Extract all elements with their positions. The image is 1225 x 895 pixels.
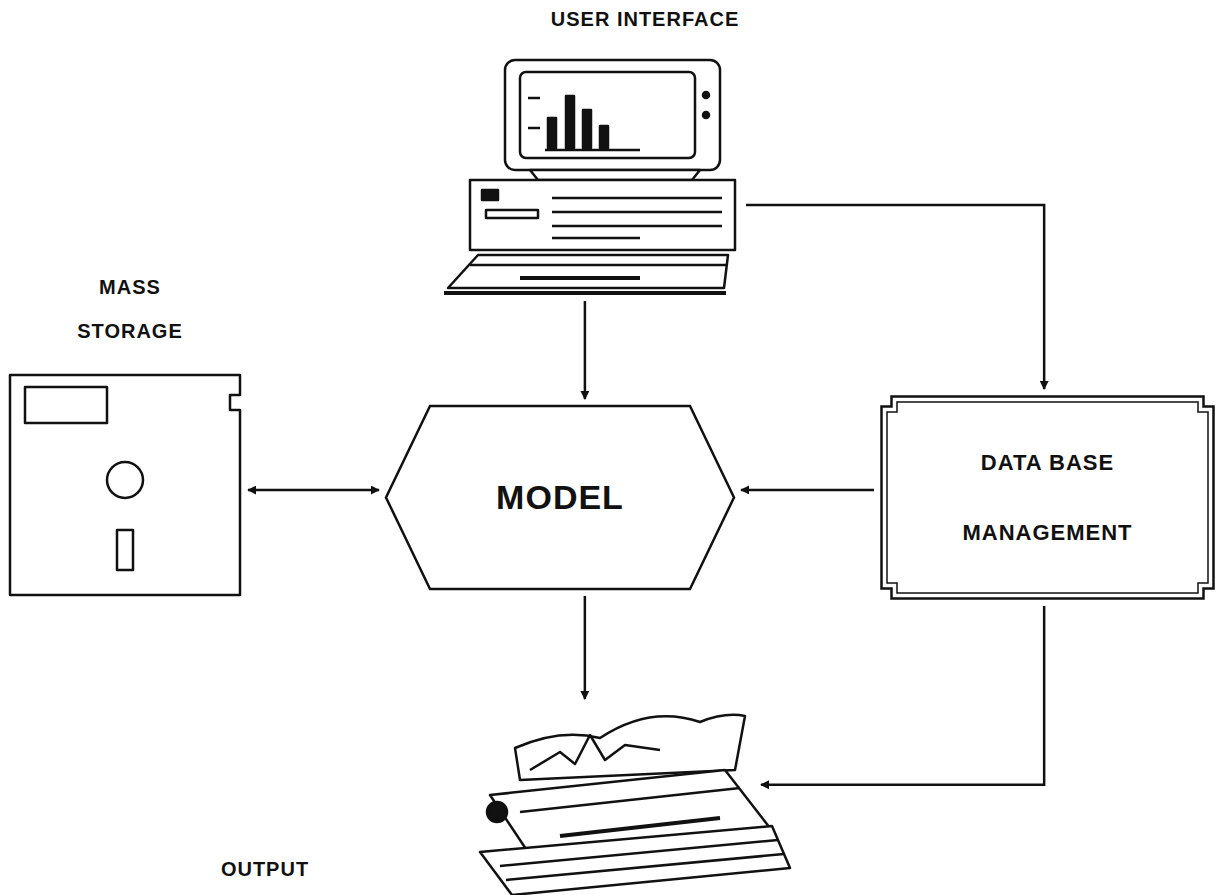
storage-node: MASS STORAGE [10, 375, 242, 595]
text-holder: DATA BASE MANAGEMENT [880, 395, 1215, 600]
component-label: USER INTERFACE [490, 5, 800, 33]
hexagon-outline [386, 406, 734, 589]
database-box: DATA BASE MANAGEMENT [880, 395, 1215, 600]
flow-arrow [584, 596, 587, 699]
flow-arrow [761, 606, 1044, 785]
box-label: DATA BASE MANAGEMENT [933, 428, 1163, 568]
model-hexagon: MODEL [385, 405, 735, 590]
component-label: OUTPUT [205, 855, 325, 883]
box-outer-border [882, 397, 1214, 599]
flow-arrow [741, 489, 874, 492]
floppy-disk-illustration [10, 375, 240, 595]
text-stack: DATA BASE MANAGEMENT [933, 428, 1163, 568]
model-label: MODEL [496, 477, 624, 518]
flow-arrow [584, 301, 587, 399]
text-holder: MODEL [385, 405, 735, 590]
text-stack: MODEL [496, 477, 624, 518]
component-label: MASS STORAGE [60, 265, 200, 353]
box-inner-border [887, 402, 1208, 593]
flow-arrow [746, 205, 1044, 389]
printer-node: OUTPUT [480, 705, 755, 895]
flow-arrow [248, 489, 379, 492]
computer-node: USER INTERFACE [440, 55, 740, 295]
computer-illustration [444, 60, 735, 293]
printer-illustration [480, 715, 790, 895]
double-border [880, 395, 1215, 600]
